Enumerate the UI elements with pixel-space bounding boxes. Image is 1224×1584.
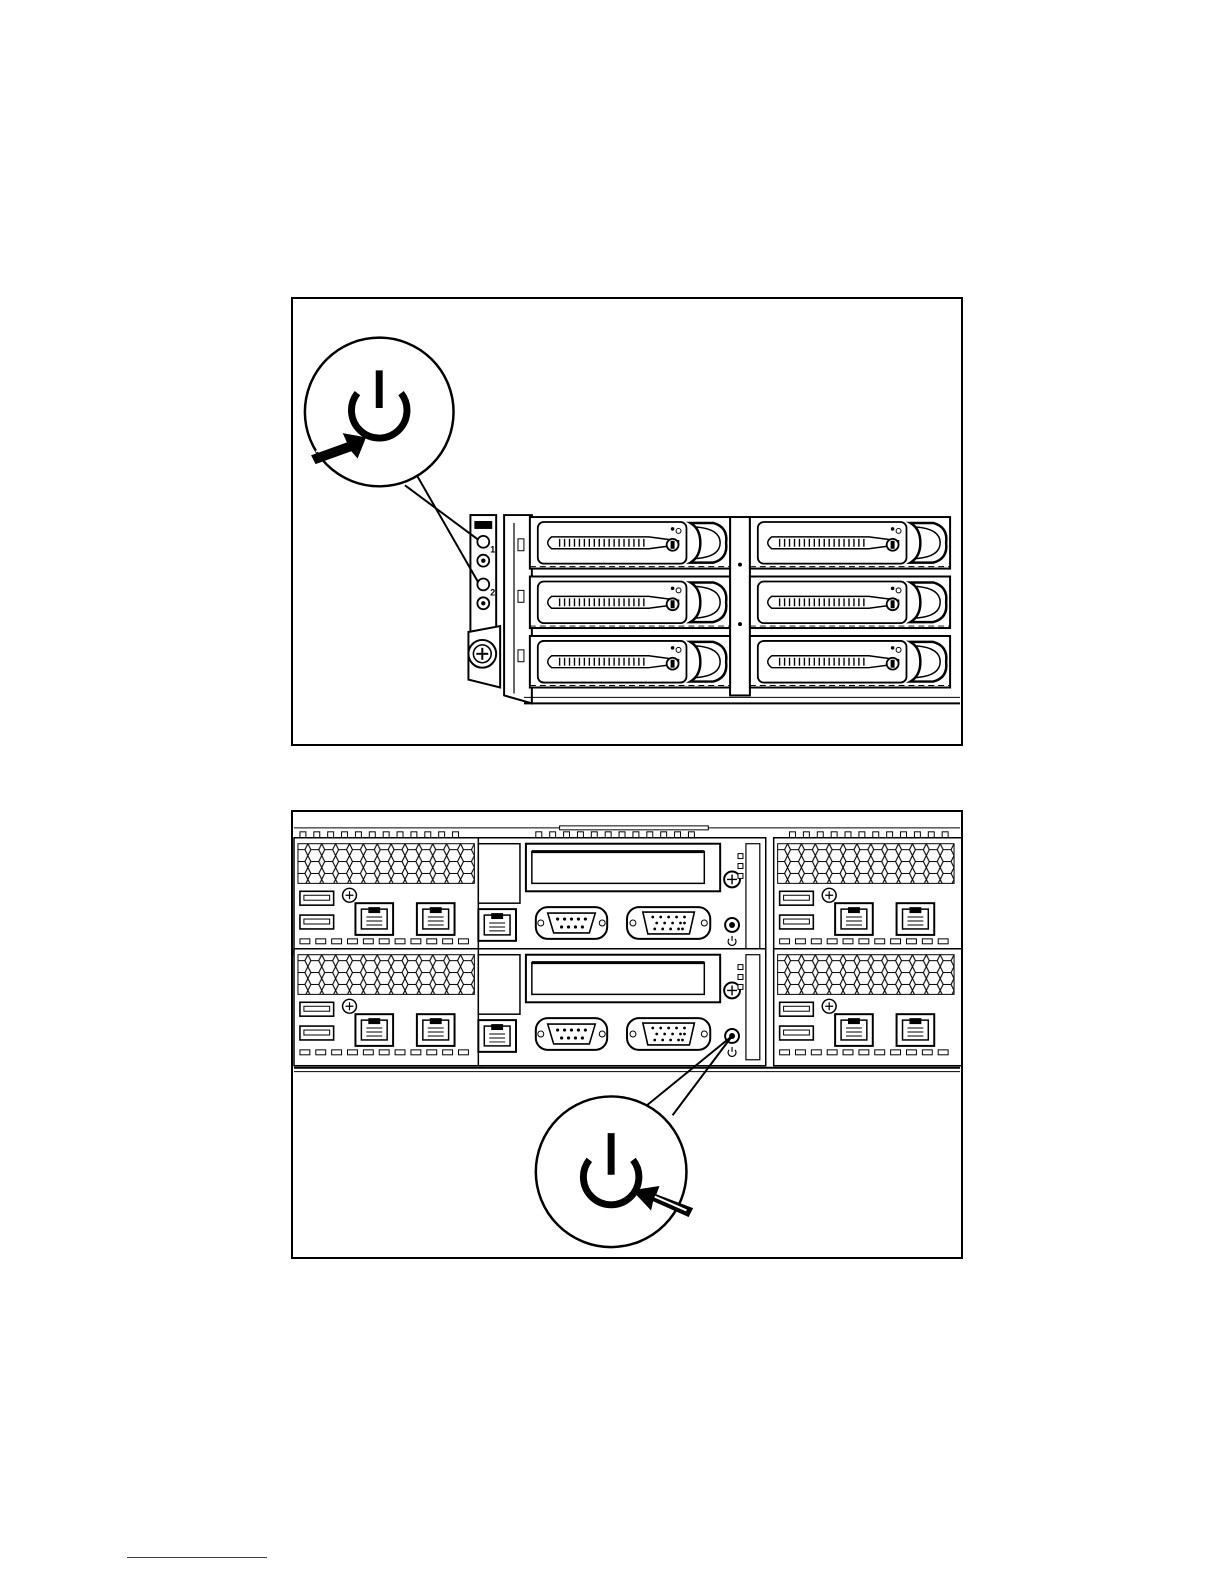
drive-bay[interactable]: [750, 577, 950, 629]
top-vents: [294, 826, 960, 838]
drive-bay[interactable]: [530, 636, 730, 688]
panel-label-1: 1: [490, 545, 495, 555]
power-callout: [305, 338, 454, 487]
power-button-2[interactable]: [477, 578, 489, 590]
callout-line: [417, 475, 478, 582]
front-panel-illustration: 1 2: [293, 299, 961, 744]
power-button-1[interactable]: [477, 536, 489, 548]
rack-ear-screw: [468, 626, 500, 687]
drive-bay[interactable]: [530, 517, 730, 569]
footnote-rule: [127, 1557, 267, 1558]
rear-panel-illustration: [293, 812, 961, 1257]
rear-panel-figure: [291, 810, 963, 1259]
drive-bay[interactable]: [750, 517, 950, 569]
server-node-lower: [294, 949, 961, 1066]
server-node-upper: [294, 838, 961, 955]
front-panel-figure: 1 2: [291, 297, 963, 746]
drive-bay[interactable]: [750, 636, 950, 688]
panel-label-2: 2: [490, 587, 495, 597]
power-callout: [536, 1096, 693, 1247]
callout-line: [405, 485, 478, 540]
drive-bay[interactable]: [530, 577, 730, 629]
